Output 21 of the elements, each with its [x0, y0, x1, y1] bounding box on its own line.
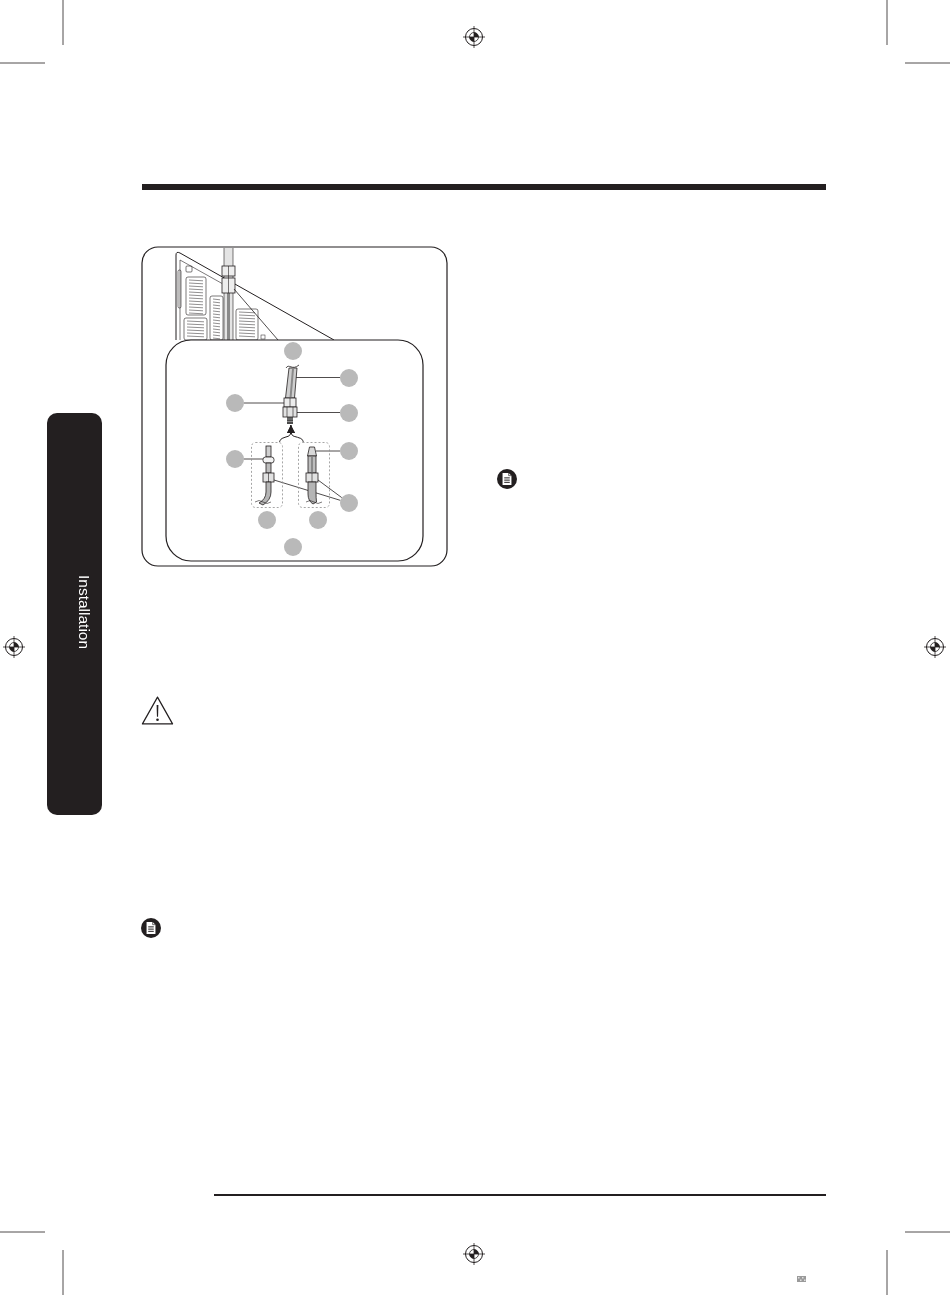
- fitting-detail-box: [251, 442, 283, 508]
- leader-line: [296, 412, 341, 413]
- callout-circle: [225, 394, 244, 412]
- arrow: [287, 424, 304, 443]
- callout-circle: [225, 450, 244, 468]
- fitting-detail-box: [298, 442, 330, 508]
- callout-circle: [340, 403, 358, 422]
- hose-fitting-illustration: [281, 363, 300, 425]
- leader-line: [317, 479, 343, 499]
- leader-line: [243, 458, 264, 460]
- leader-line: [243, 402, 285, 404]
- leader-line: [315, 450, 341, 452]
- callout-circle: [258, 511, 276, 529]
- leader-line: [273, 479, 341, 501]
- section-title: Installation: [76, 575, 92, 650]
- callout-circle: [340, 442, 358, 460]
- callout-circle: [340, 368, 358, 387]
- callout-circle: [284, 537, 302, 556]
- callout-circle: [309, 511, 327, 529]
- callout-circle: [340, 494, 358, 512]
- callout-circle: [284, 342, 302, 360]
